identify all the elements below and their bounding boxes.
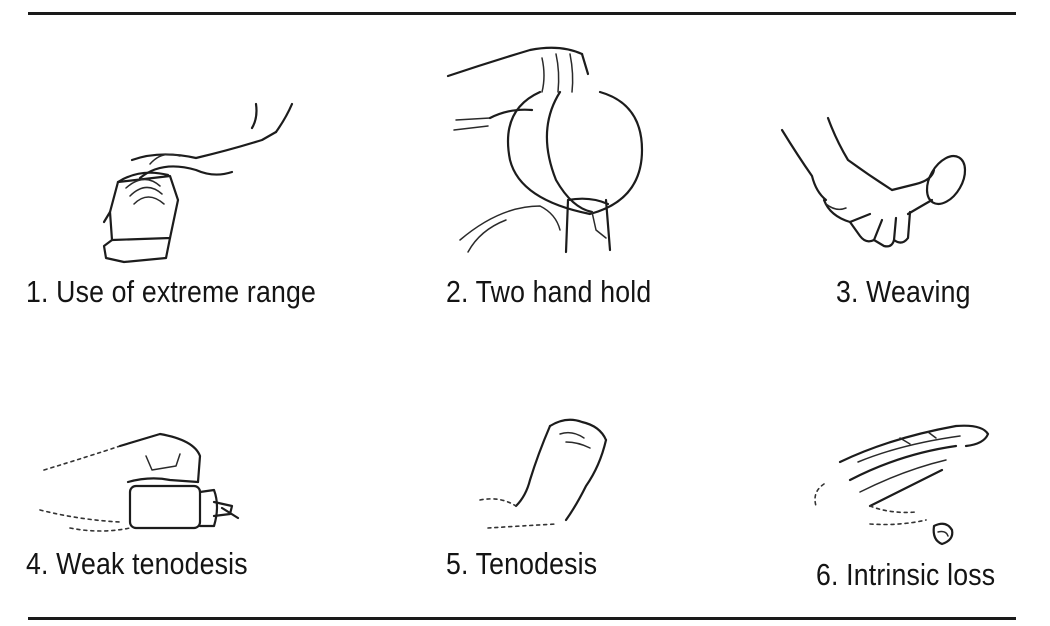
caption-1: 1. Use of extreme range: [26, 274, 316, 309]
panel-4: 4. Weak tenodesis: [0, 330, 360, 620]
caption-2: 2. Two hand hold: [446, 274, 652, 309]
panel-5: 5. Tenodesis: [360, 330, 720, 620]
caption-4: 4. Weak tenodesis: [26, 546, 248, 581]
panel-2: 2. Two hand hold: [360, 0, 720, 330]
caption-3: 3. Weaving: [836, 274, 971, 309]
top-rule: [28, 12, 1016, 15]
caption-5: 5. Tenodesis: [446, 546, 598, 581]
caption-6: 6. Intrinsic loss: [816, 557, 996, 592]
hand-weaving-spoon-illustration: [780, 116, 967, 248]
hand-intrinsic-loss-illustration: [814, 424, 990, 546]
panel-3: 3. Weaving: [720, 0, 1050, 330]
panel-6: 6. Intrinsic loss: [720, 330, 1050, 620]
bottom-rule: [28, 617, 1016, 620]
two-hands-holding-cup-illustration: [446, 46, 644, 254]
hand-weak-tenodesis-illustration: [39, 432, 240, 532]
hand-gripping-lever-illustration: [102, 102, 294, 264]
hand-tenodesis-illustration: [479, 418, 608, 529]
panel-1: 1. Use of extreme range: [0, 0, 360, 330]
